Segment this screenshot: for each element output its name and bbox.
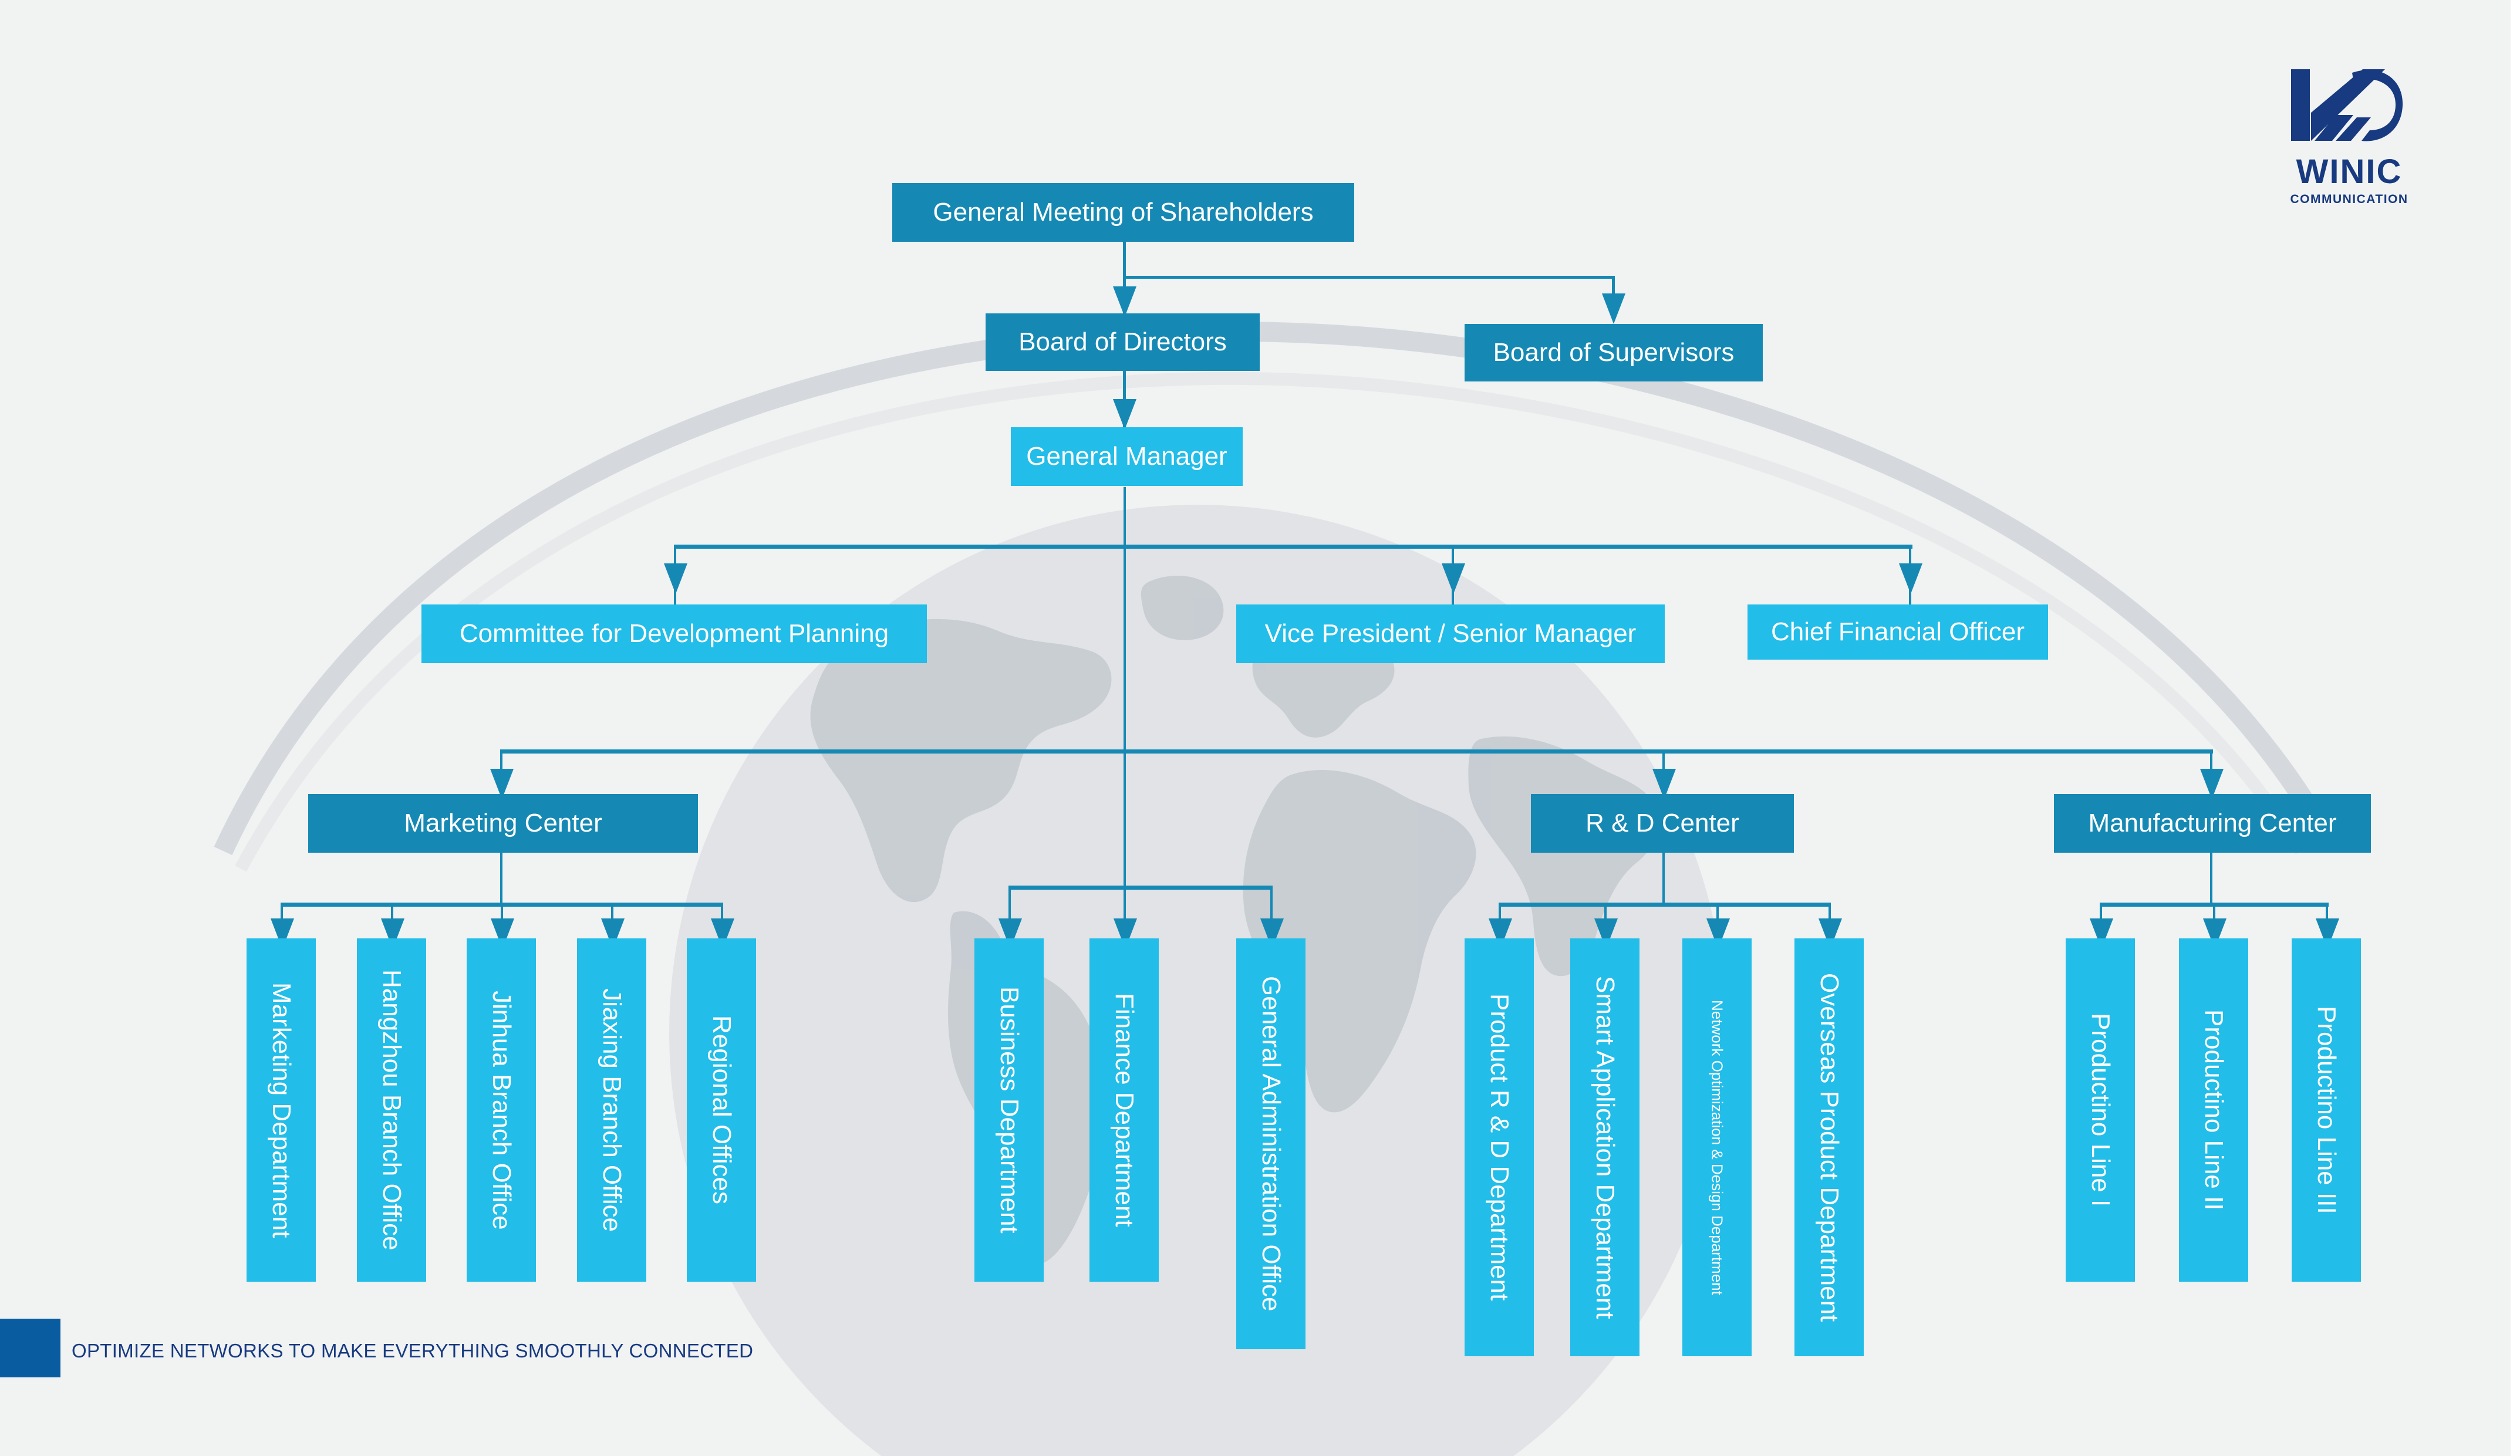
node-manufacturing-center[interactable]: Manufacturing Center bbox=[2054, 794, 2371, 853]
footer-accent-block bbox=[0, 1319, 60, 1377]
node-marketing-center[interactable]: Marketing Center bbox=[308, 794, 698, 853]
node-smart-application-department[interactable]: Smart Application Department bbox=[1570, 938, 1639, 1356]
connector-level5-bus bbox=[500, 749, 2213, 754]
node-regional-offices[interactable]: Regional Offices bbox=[687, 938, 756, 1282]
connector-shareholders-stem bbox=[1123, 242, 1126, 279]
node-jiaxing-branch-office[interactable]: Jiaxing Branch Office bbox=[577, 938, 646, 1282]
node-hangzhou-branch-office[interactable]: Hangzhou Branch Office bbox=[357, 938, 426, 1282]
arrow-to-board-directors bbox=[1113, 286, 1136, 317]
connector-rd-stem bbox=[1662, 843, 1665, 905]
arrow-to-cfo bbox=[1899, 563, 1922, 594]
node-board-of-directors[interactable]: Board of Directors bbox=[986, 313, 1260, 371]
node-general-manager[interactable]: General Manager bbox=[1011, 427, 1243, 486]
node-network-optimization-design-department[interactable]: Network Optimization & Design Department bbox=[1682, 938, 1752, 1356]
arrow-to-committee bbox=[664, 563, 687, 594]
node-business-department[interactable]: Business Department bbox=[974, 938, 1044, 1282]
node-board-of-supervisors[interactable]: Board of Supervisors bbox=[1465, 324, 1763, 381]
connector-middle-bus bbox=[1008, 886, 1273, 890]
node-production-line-2[interactable]: Productino Line II bbox=[2179, 938, 2248, 1282]
node-production-line-3[interactable]: Productino Line III bbox=[2292, 938, 2361, 1282]
connector-manufacturing-stem bbox=[2210, 843, 2212, 905]
arrow-to-general-manager bbox=[1113, 399, 1136, 430]
connector-mid-drop-1 bbox=[1008, 886, 1011, 948]
connector-marketing-stem bbox=[500, 843, 502, 905]
arrow-to-board-supervisors bbox=[1602, 293, 1625, 324]
node-rd-center[interactable]: R & D Center bbox=[1531, 794, 1794, 853]
node-vice-president-senior-manager[interactable]: Vice President / Senior Manager bbox=[1236, 604, 1665, 663]
brand-tagline: COMMUNICATION bbox=[2290, 192, 2408, 206]
node-production-line-1[interactable]: Productino Line I bbox=[2066, 938, 2135, 1282]
footer-slogan: OPTIMIZE NETWORKS TO MAKE EVERYTHING SMO… bbox=[72, 1340, 754, 1362]
node-jinhua-branch-office[interactable]: Jinhua Branch Office bbox=[467, 938, 536, 1282]
node-overseas-product-department[interactable]: Overseas Product Department bbox=[1794, 938, 1864, 1356]
connector-gm-trunk bbox=[1124, 487, 1126, 888]
brand-logo: WINIC COMMUNICATION bbox=[2261, 65, 2437, 211]
node-chief-financial-officer[interactable]: Chief Financial Officer bbox=[1748, 604, 2048, 660]
arrow-to-vice-president bbox=[1442, 563, 1465, 594]
brand-name: WINIC bbox=[2296, 153, 2403, 191]
connector-mid-drop-3 bbox=[1270, 886, 1273, 948]
winic-w-d-logo-icon bbox=[2291, 69, 2403, 141]
connector-rd-bus bbox=[1499, 903, 1829, 907]
connector-mid-drop-2 bbox=[1124, 886, 1126, 948]
connector-shareholders-bar bbox=[1123, 276, 1614, 279]
node-finance-department[interactable]: Finance Department bbox=[1089, 938, 1159, 1282]
node-marketing-department[interactable]: Marketing Department bbox=[247, 938, 316, 1282]
connector-level4-bus bbox=[674, 545, 1912, 549]
node-product-rd-department[interactable]: Product R & D Department bbox=[1465, 938, 1534, 1356]
node-general-meeting-of-shareholders[interactable]: General Meeting of Shareholders bbox=[892, 183, 1354, 242]
page-right-edge bbox=[2511, 0, 2520, 1456]
node-general-administration-office[interactable]: General Administration Office bbox=[1236, 938, 1305, 1349]
node-committee-for-development-planning[interactable]: Committee for Development Planning bbox=[421, 604, 927, 663]
